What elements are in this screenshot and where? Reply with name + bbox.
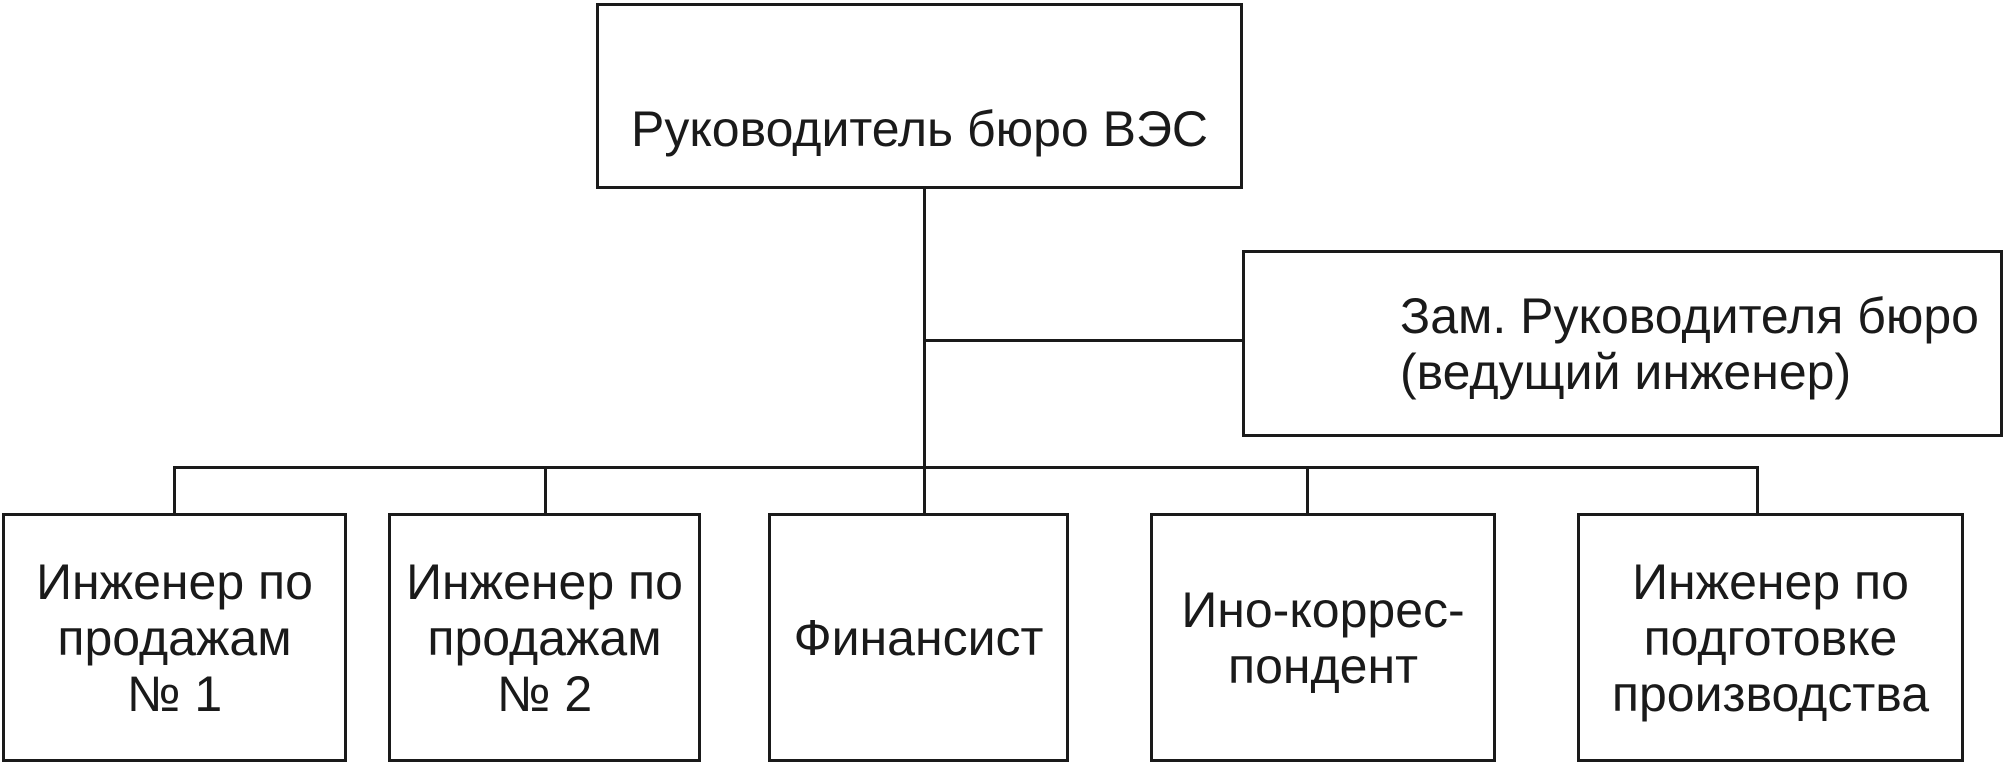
node-label-line: пондент <box>1228 637 1418 694</box>
connector-drop-sales1 <box>173 466 176 513</box>
node-label-line: продажам <box>57 609 292 666</box>
node-label-line: (ведущий инженер) <box>1400 343 1852 400</box>
node-deputy-head: Зам. Руководителя бюро (ведущий инженер) <box>1242 250 2003 437</box>
connector-drop-production <box>1756 466 1759 513</box>
connector-trunk <box>923 188 926 513</box>
node-label-line: Ино-коррес- <box>1181 581 1465 638</box>
connector-deputy-branch <box>923 339 1242 342</box>
node-financier: Финансист <box>768 513 1069 762</box>
node-label-line: Инженер по <box>1632 553 1909 610</box>
node-label-line: Руководитель бюро ВЭС <box>630 101 1209 157</box>
node-label-line: Инженер по <box>36 553 313 610</box>
node-label-line: производства <box>1611 665 1930 722</box>
node-label-line: подготовке <box>1643 609 1898 666</box>
node-foreign-correspondent: Ино-коррес- пондент <box>1150 513 1496 762</box>
connector-bus <box>173 466 1759 469</box>
node-label-line: № 1 <box>126 665 223 722</box>
node-production-prep-engineer: Инженер по подготовке производства <box>1577 513 1964 762</box>
node-label-line: Финансист <box>793 609 1044 666</box>
node-label-line: № 2 <box>496 665 593 722</box>
node-label-line: продажам <box>427 609 662 666</box>
node-sales-engineer-1: Инженер по продажам № 1 <box>2 513 347 762</box>
node-label-line: Инженер по <box>406 553 683 610</box>
connector-drop-correspondent <box>1306 466 1309 513</box>
node-label-line: Зам. Руководителя бюро <box>1400 287 1979 344</box>
node-sales-engineer-2: Инженер по продажам № 2 <box>388 513 701 762</box>
node-bureau-head: Руководитель бюро ВЭС <box>596 3 1243 189</box>
connector-drop-sales2 <box>544 466 547 513</box>
